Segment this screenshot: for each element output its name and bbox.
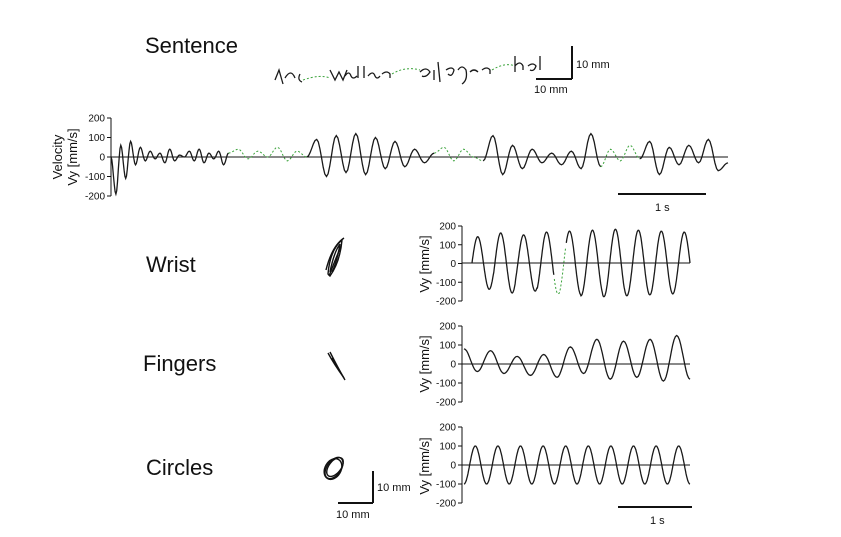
sentence-plot: 200 100 0 -100 -200 xyxy=(85,114,729,203)
wrist-pen-up-line xyxy=(553,246,567,295)
sentence-pen-down-line xyxy=(639,138,729,176)
wrist-ytick-label: -100 xyxy=(436,278,456,289)
fingers-ytick-label: 200 xyxy=(439,322,456,333)
circles-ytick-label: -100 xyxy=(436,480,456,491)
sentence-ylabel-line2: Vy [mm/s] xyxy=(65,128,80,185)
bottom-horizontal-scale-label: 10 mm xyxy=(336,509,370,521)
sentence-ytick-label: 200 xyxy=(88,114,105,125)
circles-label: Circles xyxy=(146,455,213,480)
fingers-label: Fingers xyxy=(143,351,216,376)
circles-ytick-label: -200 xyxy=(436,499,456,510)
fingers-plot: 200 100 0 -100 -200 xyxy=(436,322,691,409)
sentence-ytick-label: -100 xyxy=(85,172,105,183)
sentence-ytick-label: 100 xyxy=(88,133,105,144)
wrist-ytick-label: -200 xyxy=(436,297,456,308)
circles-ytick-label: 100 xyxy=(439,442,456,453)
fingers-ytick-label: 0 xyxy=(450,360,456,371)
sentence-label: Sentence xyxy=(145,33,238,58)
fingers-ylabel: Vy [mm/s] xyxy=(417,335,432,392)
sentence-pen-down-line xyxy=(110,139,229,197)
fingers-line xyxy=(463,334,691,382)
circles-plot: 200 100 0 -100 -200 xyxy=(436,423,691,510)
sentence-pen-up-line xyxy=(434,146,484,162)
sentence-pen-up-line xyxy=(228,146,308,162)
circles-trace xyxy=(323,456,344,481)
wrist-line xyxy=(565,228,691,298)
bottom-time-scale-label: 1 s xyxy=(650,515,665,527)
sentence-ytick-label: -200 xyxy=(85,192,105,203)
circles-line xyxy=(463,445,691,485)
fingers-ytick-label: 100 xyxy=(439,341,456,352)
bottom-scale-bar xyxy=(338,471,374,504)
wrist-trace xyxy=(325,237,345,278)
wrist-label: Wrist xyxy=(146,252,196,277)
fingers-trace xyxy=(327,351,346,381)
wrist-line xyxy=(471,231,555,294)
wrist-ylabel: Vy [mm/s] xyxy=(417,235,432,292)
circles-ytick-label: 0 xyxy=(450,461,456,472)
circles-ylabel: Vy [mm/s] xyxy=(417,437,432,494)
top-horizontal-scale-label: 10 mm xyxy=(534,84,568,96)
sentence-pen-up-line xyxy=(600,144,641,168)
fingers-ytick-label: -100 xyxy=(436,379,456,390)
wrist-plot: 200 100 0 -100 -200 xyxy=(436,222,691,308)
wrist-ytick-label: 0 xyxy=(450,259,456,270)
circles-ytick-label: 200 xyxy=(439,423,456,434)
sentence-ytick-label: 0 xyxy=(99,153,105,164)
top-time-scale-label: 1 s xyxy=(655,202,670,214)
sentence-pen-down-line xyxy=(306,132,435,178)
wrist-ytick-label: 100 xyxy=(439,240,456,251)
sentence-ylabel-line1: Velocity xyxy=(50,134,65,179)
handwriting-sample xyxy=(274,56,541,85)
bottom-vertical-scale-label: 10 mm xyxy=(377,482,411,494)
wrist-ytick-label: 200 xyxy=(439,222,456,233)
fingers-ytick-label: -200 xyxy=(436,398,456,409)
sentence-pen-down-line xyxy=(482,132,602,176)
top-vertical-scale-label: 10 mm xyxy=(576,59,610,71)
top-scale-bar xyxy=(536,46,573,80)
